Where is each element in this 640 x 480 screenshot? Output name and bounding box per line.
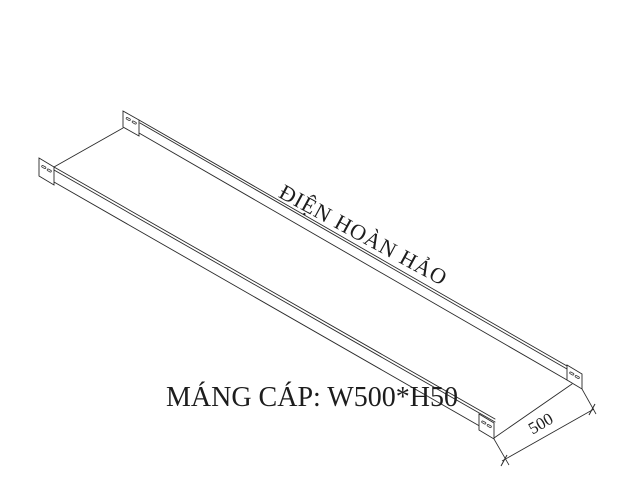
dimension-tick-back — [588, 403, 596, 416]
dimension-tick-front — [500, 454, 508, 467]
front-rail — [53, 166, 496, 433]
back-rail — [138, 119, 568, 381]
end-cap-front-left — [38, 157, 55, 186]
tray-width-edges — [53, 127, 573, 439]
width-dimension — [493, 388, 597, 467]
product-label: MÁNG CÁP: W500*H50 — [166, 382, 458, 413]
end-cap-front-right — [478, 413, 495, 440]
extension-line-front — [493, 438, 510, 466]
end-cap-back-left — [122, 110, 140, 137]
extension-line-back — [581, 388, 597, 415]
dimension-line — [501, 408, 595, 462]
